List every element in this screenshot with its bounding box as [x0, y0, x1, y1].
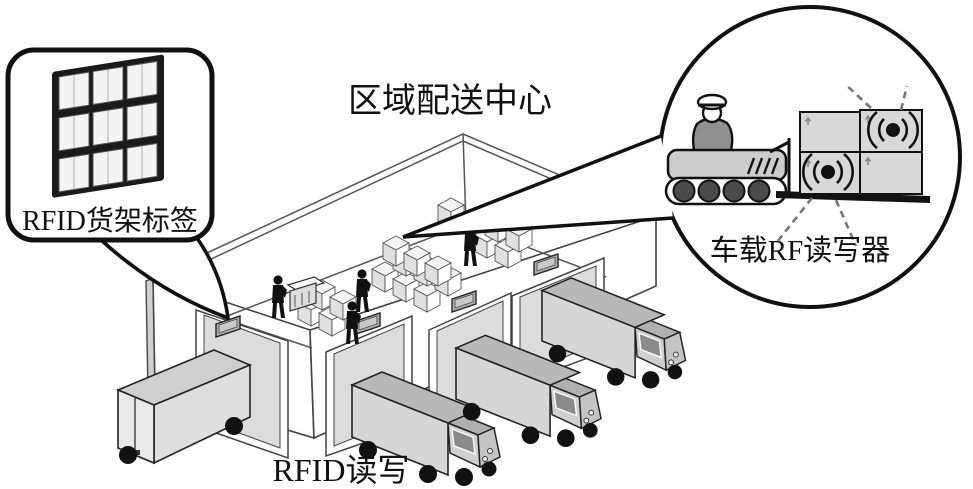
hand-cart: [286, 276, 326, 312]
box-callout-tail: [95, 236, 231, 321]
cartons-on-fork: [799, 109, 923, 195]
reader-callout-label: 车载RF读写器: [710, 234, 890, 267]
driver-hat: [696, 93, 728, 111]
shelf-rack-icon: [52, 54, 164, 198]
forklift-mast: [769, 138, 791, 195]
radio-signal-dashes: [775, 83, 909, 247]
reader-callout-bubble: 车载RF读写器: [402, 5, 962, 309]
shelf-callout-label: RFID货架标签: [22, 205, 198, 237]
diagram-title: 区域配送中心: [348, 82, 552, 120]
worker-1: [272, 275, 287, 318]
engine-grille: [746, 157, 780, 175]
warehouse-interior: [272, 197, 533, 344]
shelf-tag-callout: RFID货架标签: [5, 47, 231, 321]
dock-rfid-label: RFID读写: [273, 452, 410, 488]
forklift-icon: [664, 93, 930, 206]
truck-1-docked: [115, 349, 253, 465]
worker-2: [356, 269, 371, 312]
